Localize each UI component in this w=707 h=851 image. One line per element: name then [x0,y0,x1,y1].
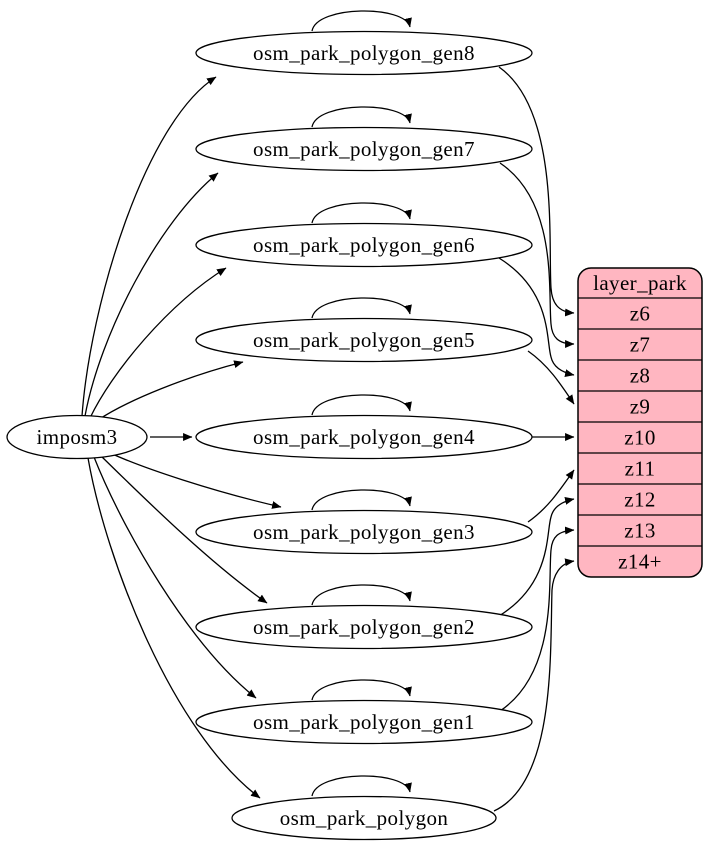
self-loop-polygon [311,775,412,797]
self-loop-gen7 [311,106,412,128]
self-loop-gen1 [311,679,412,701]
node-osm-park-polygon-gen6: osm_park_polygon_gen6 [195,222,533,268]
gen4-ellipse [195,414,533,460]
gen6-ellipse [195,222,533,268]
gen7-label: osm_park_polygon_gen7 [253,137,475,161]
edge-imposm3-to-gen5 [97,360,244,421]
gen5-ellipse [195,317,533,363]
node-osm-park-polygon-gen4: osm_park_polygon_gen4 [195,414,533,460]
edge-gen8-to-z6 [498,66,575,317]
node-osm-park-polygon-gen8: osm_park_polygon_gen8 [195,30,533,76]
self-loop-gen2 [311,584,412,606]
edge-imposm3-to-gen6 [89,267,227,419]
layer-park-title: layer_park [593,271,687,295]
gen2-label: osm_park_polygon_gen2 [253,615,475,639]
edge-imposm3-to-gen3 [107,451,282,509]
self-loop-gen5 [311,297,412,319]
edge-gen2-to-z12 [498,497,575,617]
gen1-label: osm_park_polygon_gen1 [253,710,475,734]
edge-gen1-to-z13 [499,526,575,712]
edges-self-loops [311,10,412,797]
self-loop-gen4 [311,394,412,416]
edge-gen5-to-z9 [527,350,575,405]
gen1-ellipse [195,699,533,745]
edge-imposm3-to-gen7 [84,172,219,417]
row-z14plus: z14+ [618,550,662,574]
self-loop-gen8 [311,10,412,32]
polygon-ellipse [231,795,497,841]
edge-polygon-to-z14plus [493,558,575,812]
edge-gen7-to-z7 [499,162,575,348]
node-osm-park-polygon-gen7: osm_park_polygon_gen7 [195,126,533,172]
edges-tables-to-layer [493,66,575,812]
row-z10: z10 [624,426,656,450]
self-loop-gen6 [311,202,412,224]
gen3-label: osm_park_polygon_gen3 [253,520,475,544]
edge-imposm3-to-gen1 [93,456,257,699]
row-z8: z8 [630,364,651,388]
node-osm-park-polygon: osm_park_polygon [231,795,497,841]
gen7-ellipse [195,126,533,172]
polygon-label: osm_park_polygon [280,806,449,830]
gen2-ellipse [195,604,533,650]
row-z7: z7 [630,333,651,357]
imposm3-label: imposm3 [37,425,118,449]
gen6-label: osm_park_polygon_gen6 [253,233,475,257]
self-loop-gen3 [311,489,412,511]
node-layer-park: layer_park z6 z7 z8 z9 z10 z11 z12 z13 z… [577,267,703,578]
node-osm-park-polygon-gen5: osm_park_polygon_gen5 [195,317,533,363]
gen8-ellipse [195,30,533,76]
edges-source-to-tables [81,76,282,799]
node-osm-park-polygon-gen3: osm_park_polygon_gen3 [195,509,533,555]
node-imposm3: imposm3 [6,414,148,460]
row-z13: z13 [624,519,656,543]
node-osm-park-polygon-gen1: osm_park_polygon_gen1 [195,699,533,745]
row-z9: z9 [630,395,651,419]
gen4-label: osm_park_polygon_gen4 [253,425,475,449]
edge-gen3-to-z11 [527,469,575,523]
gen8-label: osm_park_polygon_gen8 [253,41,475,65]
gen5-label: osm_park_polygon_gen5 [253,328,475,352]
gen3-ellipse [195,509,533,555]
edge-imposm3-to-gen2 [99,454,268,604]
imposm3-ellipse [6,414,148,460]
node-osm-park-polygon-gen2: osm_park_polygon_gen2 [195,604,533,650]
row-z12: z12 [624,488,656,512]
edge-imposm3-to-polygon [87,457,261,799]
row-z11: z11 [625,457,656,481]
edge-imposm3-to-gen8 [81,76,217,417]
row-z6: z6 [630,302,651,326]
edge-gen6-to-z8 [498,257,575,377]
